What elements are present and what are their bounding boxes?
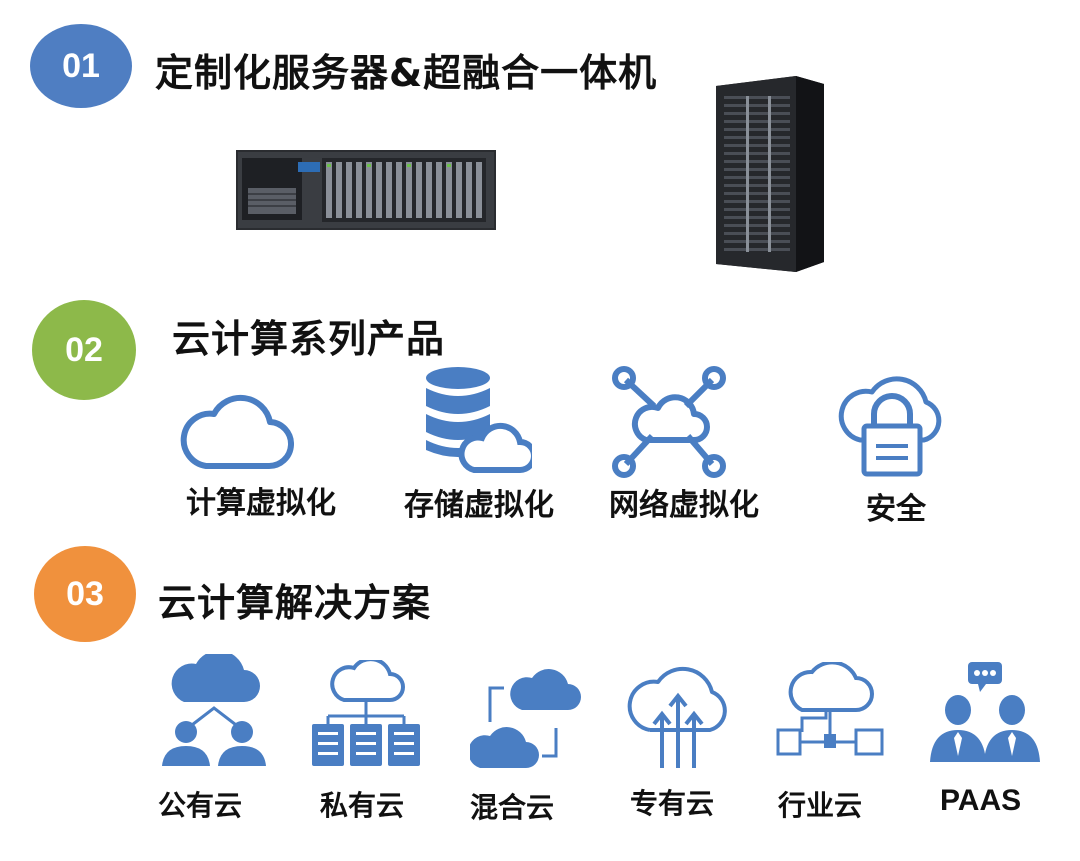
rack-server-image — [236, 150, 496, 230]
section-2-badge: 02 — [32, 300, 136, 400]
section-2-title: 云计算系列产品 — [172, 317, 446, 361]
network-cloud-icon — [612, 366, 726, 478]
private-cloud-icon — [312, 660, 420, 766]
solution-label-private: 私有云 — [320, 789, 405, 822]
product-label-storage: 存储虚拟化 — [404, 488, 554, 523]
cloud-lock-icon — [838, 376, 942, 477]
product-label-compute: 计算虚拟化 — [186, 486, 336, 521]
solution-label-dedicated: 专有云 — [630, 787, 715, 820]
paas-people-icon — [930, 662, 1040, 762]
tower-server-image — [716, 76, 824, 272]
dedicated-cloud-icon — [627, 666, 727, 768]
section-1-badge: 01 — [30, 24, 132, 108]
section-3-badge: 03 — [34, 546, 136, 642]
industry-cloud-icon — [776, 662, 884, 756]
section-1-title: 定制化服务器&超融合一体机 — [155, 51, 658, 95]
section-3-title: 云计算解决方案 — [158, 581, 432, 625]
solution-label-paas: PAAS — [940, 784, 1022, 817]
solution-label-industry: 行业云 — [778, 789, 863, 822]
database-cloud-icon — [426, 367, 532, 473]
solution-label-hybrid: 混合云 — [470, 791, 555, 824]
product-label-security: 安全 — [866, 492, 926, 527]
product-label-network: 网络虚拟化 — [609, 488, 759, 523]
hybrid-cloud-icon — [470, 669, 581, 768]
public-cloud-icon — [162, 654, 266, 766]
cloud-outline-icon — [180, 394, 294, 470]
solution-label-public: 公有云 — [158, 789, 243, 822]
